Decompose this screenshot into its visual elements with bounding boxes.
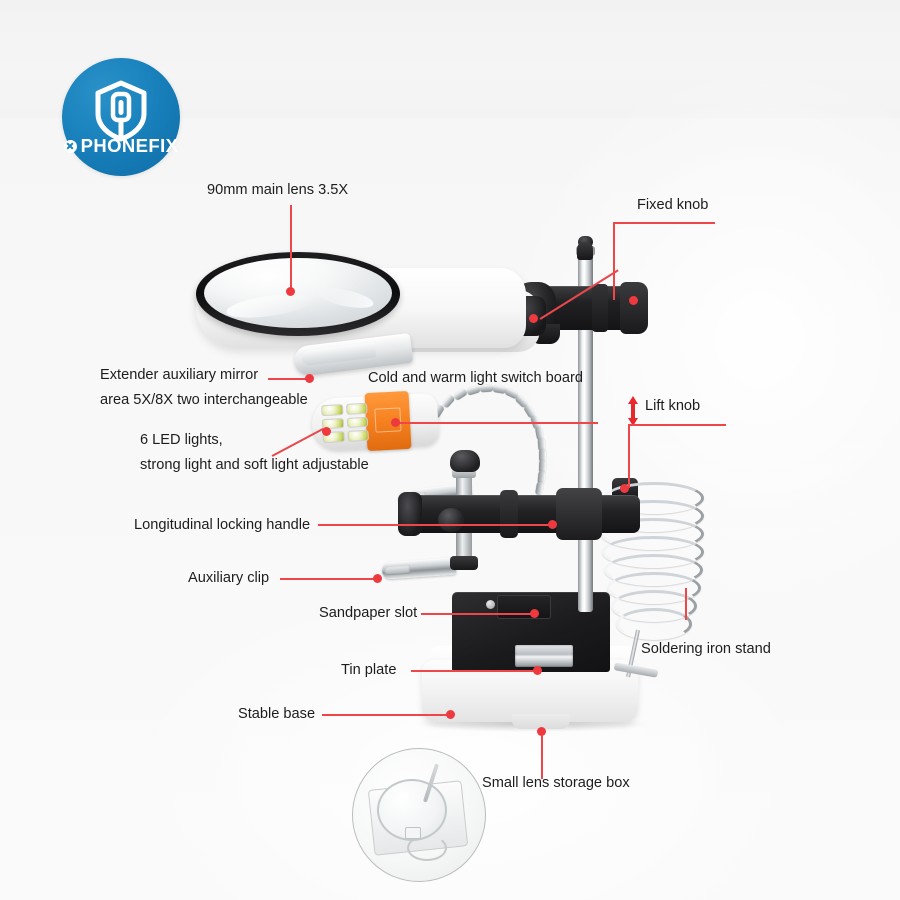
brand-name: PHONEFIX (80, 135, 179, 156)
callout-dot-tin-plate (533, 666, 542, 675)
inset-lens-tab (405, 827, 421, 839)
coil-ring (602, 536, 704, 568)
clip-jaw (383, 564, 411, 576)
coil-ring (616, 608, 692, 640)
upper-ball-joint-ring (452, 468, 476, 478)
lower-ball-joint-stem (456, 532, 472, 558)
callout-label-switch-board: Cold and warm light switch board (368, 370, 583, 386)
callout-dot-sandpaper-slot (530, 609, 539, 618)
callout-label-auxiliary-clip: Auxiliary clip (188, 570, 270, 586)
tin-plate-part (515, 645, 573, 667)
up-down-arrow-icon (626, 396, 640, 426)
callout-dot-auxiliary-clip (373, 574, 382, 583)
callout-dot-lift-knob (620, 484, 629, 493)
phonefix-logo-badge: PHONEFIX (62, 58, 180, 176)
sandpaper-slot-screw (486, 600, 495, 609)
leader-line-fixed-knob-down (613, 222, 615, 300)
leader-line-sandpaper-slot (421, 613, 535, 615)
auxiliary-clip-part (381, 557, 457, 580)
small-lens-storage-box-notch (512, 714, 570, 729)
coil-ring (601, 518, 704, 550)
leader-line-tin-plate (411, 670, 537, 672)
fixed-knob-part (620, 282, 648, 334)
callout-dot-stable-base (446, 710, 455, 719)
callout-dot-main-lens (286, 287, 295, 296)
leader-line-lift-knob-down (628, 424, 630, 488)
crossbar-end-cap (398, 492, 422, 536)
leader-line-fixed-knob-top (613, 222, 715, 224)
leader-line-switch-board (398, 422, 598, 424)
callout-label-locking-handle: Longitudinal locking handle (134, 517, 311, 533)
leader-line-stable-base (322, 714, 450, 716)
callout-label-led-lights-line1: 6 LED lights, (140, 432, 223, 448)
callout-dot-switch-board (391, 418, 400, 427)
callout-dot-locking-handle (548, 520, 557, 529)
callout-dot-extender-mirror (305, 374, 314, 383)
lower-ball-joint-base (450, 556, 478, 570)
sandpaper-slot-part (497, 595, 551, 619)
led-lamp (346, 416, 369, 429)
crossbar-lock-knob (438, 508, 464, 532)
leader-line-auxiliary-clip (280, 578, 378, 580)
upper-ball-joint-knob (450, 450, 480, 472)
callout-label-main-lens: 90mm main lens 3.5X (207, 182, 349, 198)
callout-label-stable-base: Stable base (238, 706, 316, 722)
coil-ring (607, 572, 701, 604)
small-lens-storage-box-inset (352, 748, 486, 882)
top-clamp-band (592, 284, 608, 332)
leader-line-storage-box (541, 735, 543, 779)
callout-dot-fixed-knob (629, 296, 638, 305)
callout-label-storage-box: Small lens storage box (482, 775, 630, 791)
leader-line-main-lens (290, 205, 292, 289)
callout-dot-led-lights (322, 427, 331, 436)
callout-label-soldering-stand: Soldering iron stand (641, 641, 771, 657)
fixed-knob-collar (577, 242, 593, 260)
crossbar-clamp-block (556, 488, 602, 540)
leader-line-soldering-stand (685, 588, 687, 620)
leader-line-extender-mirror (268, 378, 310, 380)
callout-label-led-lights-line2: strong light and soft light adjustable (140, 457, 369, 473)
inset-lens-clip (407, 835, 447, 861)
callout-label-lift-knob: Lift knob (645, 398, 701, 414)
leader-line-locking-handle (318, 524, 552, 526)
phonefix-wordmark: PHONEFIX (62, 135, 180, 157)
callout-label-sandpaper-slot: Sandpaper slot (319, 605, 418, 621)
coil-ring (604, 554, 703, 586)
callout-label-led-lights: 6 LED lights, strong light and soft ligh… (140, 428, 500, 478)
callout-label-fixed-knob: Fixed knob (637, 197, 709, 213)
callout-label-extender-mirror-line2: area 5X/8X two interchangeable (100, 392, 308, 408)
callout-label-extender-mirror-line1: Extender auxiliary mirror (100, 367, 259, 383)
crossbar-ring (500, 490, 518, 538)
phone-repair-badge-icon (92, 80, 150, 147)
close-x-icon (63, 139, 77, 153)
callout-label-extender-mirror: Extender auxiliary mirror area 5X/8X two… (100, 363, 400, 413)
callout-dot-storage-box (537, 727, 546, 736)
coil-ring (611, 590, 697, 622)
callout-dot-magnifier-pivot (529, 314, 538, 323)
callout-label-tin-plate: Tin plate (341, 662, 397, 678)
main-lens-glass (204, 258, 392, 328)
leader-line-lift-knob-top (628, 424, 726, 426)
